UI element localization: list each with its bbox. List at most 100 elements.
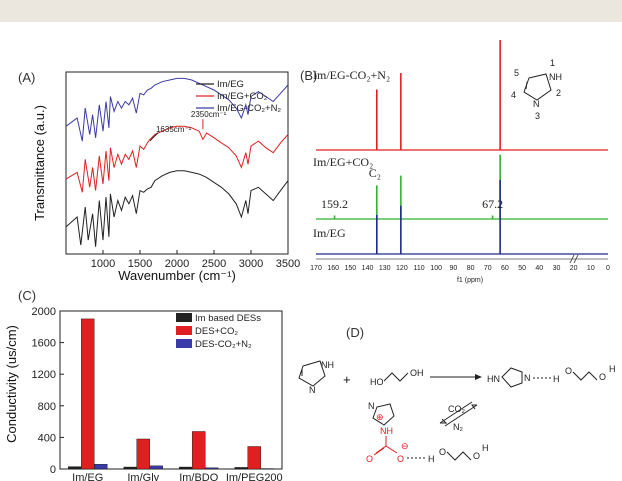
imidazole-structure: 5 1 NH 2 4 N 3 (511, 58, 562, 121)
panel-d-label: (D) (346, 325, 364, 340)
bar-legend-label: DES+CO₂ (195, 326, 238, 337)
reactant-nh: NH (321, 360, 334, 370)
reaction-arrow-head (475, 374, 482, 380)
ftir-annot-arrow (149, 132, 159, 142)
panel-b-label: (B) (300, 68, 317, 83)
struct-num-4: 4 (511, 90, 516, 100)
nmr-xtick-label: 80 (467, 265, 475, 272)
top-banner (0, 0, 622, 22)
ftir-series-1 (65, 125, 289, 193)
adduct-chain (446, 451, 472, 461)
adduct-c-o-single (385, 445, 398, 454)
bar-legend-swatch (176, 326, 192, 335)
nmr-xtick-label: 0 (606, 265, 610, 272)
nmr-xtick-label: 70 (484, 265, 492, 272)
nmr-xtick-label: 140 (362, 265, 374, 272)
ftir-series-0 (65, 170, 289, 247)
nmr-xtick-label: 20 (570, 265, 578, 272)
product-h-end: H (609, 364, 616, 374)
product-chain (572, 371, 598, 381)
product-h: H (553, 374, 560, 384)
ftir-x-label: Wavenumber (cm⁻¹) (118, 268, 236, 283)
adduct-o-end: O (473, 451, 480, 461)
bar-2-2 (205, 467, 219, 470)
equilibrium-arrow-forward (444, 404, 478, 427)
bar-ytick-label: 400 (38, 432, 56, 444)
nmr-annot-c2: C₂ (369, 166, 381, 180)
product-n: N (524, 373, 531, 383)
bar-category-label: Im/Gly (127, 472, 159, 481)
struct-num-3: 3 (535, 111, 540, 121)
adduct-plus: ⊕ (376, 412, 384, 422)
imidazole-reactant: NH N (298, 360, 334, 395)
equilibrium-arrow-back (439, 401, 473, 424)
eg-ho: HO (370, 377, 384, 387)
adduct-minus: ⊖ (401, 441, 409, 451)
adduct-h-end: H (482, 443, 489, 453)
product-hn: HN (487, 374, 500, 384)
product-o: O (565, 366, 572, 376)
adduct-n-top: N (368, 401, 375, 411)
nmr-axis-break (569, 254, 575, 264)
product-o-end: O (599, 372, 606, 382)
struct-num-5: 5 (514, 68, 519, 78)
hbond-product: HN N H O O H (487, 364, 616, 388)
nmr-annot-67: 67.2 (482, 197, 503, 211)
adduct-c-o-double-2 (373, 447, 385, 456)
product-ring (501, 367, 523, 388)
ftir-annot-1635: 1635cm⁻¹ (156, 125, 192, 134)
scheme-plus: + (343, 372, 351, 387)
nmr-xtick-label: 150 (345, 265, 357, 272)
bar-category-label: Im/PEG200 (226, 472, 283, 481)
bar-2-1 (192, 431, 206, 470)
nmr-axis-break (573, 254, 579, 264)
eg-chain (383, 372, 409, 382)
bar-plot-frame (59, 310, 283, 470)
bar-3-1 (247, 446, 261, 470)
bar-legend-label: DES-CO₂+N₂ (195, 339, 252, 350)
n2-label: N₂ (453, 422, 463, 432)
bar-0-1 (81, 318, 95, 470)
bar-legend-swatch (176, 339, 192, 348)
ftir-xtick-label: 1000 (91, 258, 115, 270)
nmr-xtick-label: 60 (501, 265, 509, 272)
bar-series-group (68, 318, 274, 470)
ftir-annotations: 2350cm⁻¹ 1635cm⁻¹ (149, 110, 227, 142)
co2-n2-equilibrium: CO₂ N₂ (439, 401, 478, 432)
bar-0-2 (94, 464, 108, 470)
bar-ytick-label: 1200 (32, 369, 56, 381)
equilibrium-arrowhead-forward (471, 404, 477, 410)
imidazole-reactant-ring (298, 360, 326, 387)
adduct-ring (372, 403, 395, 426)
bar-ytick-label: 0 (50, 464, 56, 476)
nmr-xtick-label: 90 (450, 265, 458, 272)
struct-n: N (533, 99, 540, 109)
ethylene-glycol: HO OH (370, 368, 424, 387)
bar-legend-swatch (176, 313, 192, 322)
imidazole-ring (523, 73, 552, 101)
nmr-series-label: Im/EG-CO₂+N₂ (313, 68, 390, 82)
struct-num-2: 2 (556, 88, 561, 98)
nmr-xtick-label: 50 (518, 265, 526, 272)
carbamate-adduct: N ⊕ NH O O ⊖ H O O H (366, 401, 489, 464)
ftir-annot-2350: 2350cm⁻¹ (191, 110, 227, 119)
nmr-xtick-label: 110 (413, 265, 424, 272)
ftir-y-label: Transmittance (a.u.) (32, 105, 47, 221)
ftir-legend-label: Im/EG (217, 79, 244, 90)
ftir-xtick-label: 2000 (165, 258, 189, 270)
nmr-xtick-label: 10 (587, 265, 595, 272)
panel-a-label: (A) (18, 70, 35, 85)
eg-oh: OH (410, 368, 424, 378)
ftir-series-2 (65, 77, 289, 142)
ftir-xtick-label: 1500 (128, 258, 152, 270)
adduct-o: O (439, 447, 446, 457)
